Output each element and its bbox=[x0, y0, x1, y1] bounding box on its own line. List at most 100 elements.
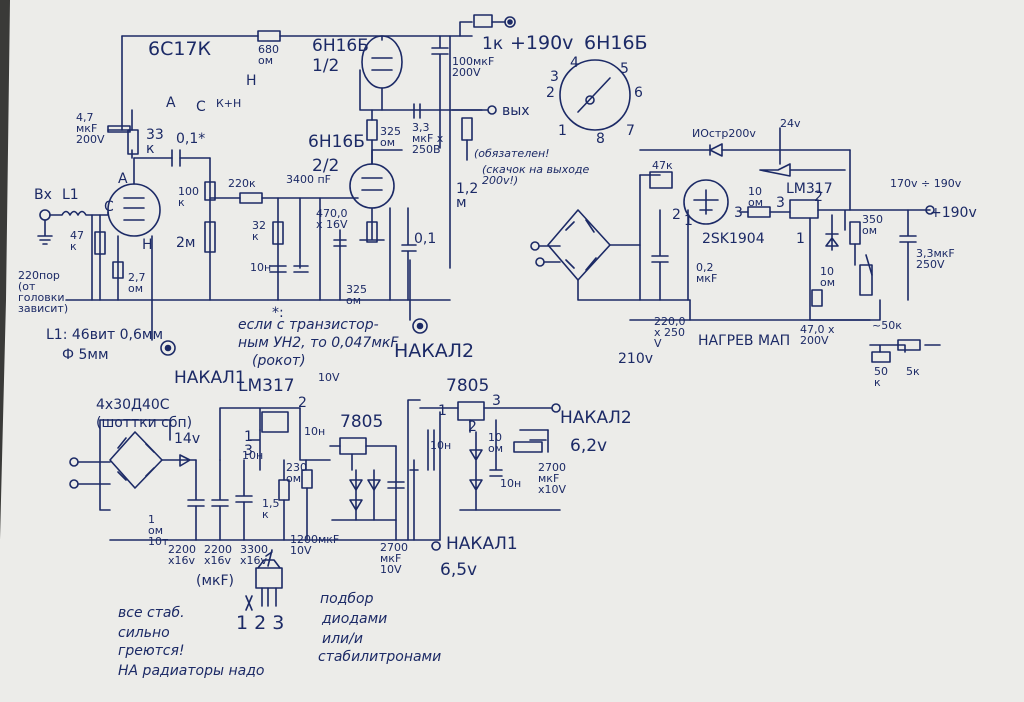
lv-r10b-label: 10 ом bbox=[488, 431, 504, 455]
lv-14v-label: 14v bbox=[174, 431, 201, 447]
r33-label: 33 к bbox=[146, 127, 164, 157]
hv-pin-3b: 3 bbox=[776, 195, 785, 211]
r12-label: 1,2 м bbox=[456, 181, 479, 211]
pinout-pin-8: 8 bbox=[596, 131, 605, 147]
lv-diodes2-label: (шоттки сбп) bbox=[96, 415, 193, 431]
hv-c47-label: 47,0 х 200V bbox=[800, 323, 835, 347]
lv-mkf-label: (мкF) bbox=[196, 573, 234, 589]
lv-pin-1: 1 bbox=[244, 429, 253, 445]
pinout-pin-2: 2 bbox=[546, 85, 555, 101]
lv-10v-label: 10V bbox=[318, 371, 340, 384]
l1-label: L1 bbox=[62, 187, 79, 203]
lv-c10n2-label: 10н bbox=[304, 425, 326, 438]
pin-c-marker: С bbox=[104, 199, 114, 215]
r100-label: 100 к bbox=[178, 185, 199, 209]
hv-r350-label: 350 ом bbox=[862, 213, 883, 237]
psu-lv-wiring bbox=[69, 399, 561, 611]
note-line-1: если с транзистор- bbox=[238, 317, 379, 333]
hv-pin-3: 3 bbox=[734, 205, 743, 221]
lv-note-2: сильно bbox=[118, 625, 170, 641]
input-label: Вх bbox=[34, 187, 52, 203]
pin-a-label: А bbox=[166, 95, 176, 111]
lv-c10n-label: 10н bbox=[242, 449, 264, 462]
lv-lm317-label: LM317 bbox=[238, 376, 295, 396]
output-label: вых bbox=[502, 103, 530, 119]
selection-note-4: стабилитронами bbox=[318, 649, 442, 665]
pin-a-marker: А bbox=[118, 171, 128, 187]
psu-hv-wiring bbox=[530, 127, 941, 363]
hv-pin-1: 1 bbox=[684, 213, 693, 229]
r680-label: 680 ом bbox=[258, 43, 279, 67]
hv-diode-label: ИОстр200v bbox=[692, 127, 756, 140]
tube-6n16b-half-label: 1/2 bbox=[312, 56, 340, 76]
r2m-label: 2м bbox=[176, 235, 196, 251]
lv-65v-label: 6,5v bbox=[440, 560, 478, 580]
pinout-diagram bbox=[559, 59, 631, 131]
supply-voltage-label: +190v bbox=[510, 32, 574, 54]
c33-label: 3,3 мкF х 250В bbox=[412, 121, 444, 156]
hv-pin-1b: 1 bbox=[796, 231, 805, 247]
hv-pot-a-label: 50 к bbox=[874, 365, 888, 389]
hv-r10-label: 10 ом bbox=[748, 185, 764, 209]
pinout-title: 6Н16Б bbox=[584, 32, 648, 54]
lv-diodes-label: 4х30Д40С bbox=[96, 397, 170, 413]
r220k-label: 220к bbox=[228, 177, 256, 190]
r325a-label: 325 ом bbox=[380, 125, 401, 149]
lv-7805-label: 7805 bbox=[340, 412, 384, 432]
hv-heat-label: НАГРЕВ МАП bbox=[698, 333, 791, 349]
mosfet-2sk1904 bbox=[683, 179, 729, 225]
pinout-pin-4: 4 bbox=[570, 55, 579, 71]
l1-spec-label: L1: 46вит 0,6мм bbox=[46, 327, 164, 343]
selection-note-2: диодами bbox=[322, 611, 388, 627]
lv-62v-label: 6,2v bbox=[570, 436, 608, 456]
lv-pin-4: 1 bbox=[438, 403, 447, 419]
hv-pot-label: ~50к bbox=[872, 319, 902, 332]
r220p-label: 220пор (от головки зависит) bbox=[18, 269, 69, 315]
lv-pin-6: 3 bbox=[492, 393, 501, 409]
selection-note-3: или/и bbox=[322, 631, 363, 647]
selection-note-1: подбор bbox=[320, 591, 374, 607]
hv-pot-b-label: 5к bbox=[906, 365, 920, 378]
hv-pin-2: 2 bbox=[672, 207, 681, 223]
pin-h-marker: Н bbox=[142, 237, 153, 253]
r47-label: 47 к bbox=[70, 229, 84, 253]
lv-c2700a-label: 2700 мкF 10V bbox=[380, 541, 408, 576]
pinout-pin-6: 6 bbox=[634, 85, 643, 101]
hv-r47k-label: 47к bbox=[652, 159, 673, 172]
lv-heater1-label: НАКАЛ1 bbox=[446, 534, 518, 554]
c01-label: 0,1* bbox=[176, 131, 206, 147]
lv-note-1: все стаб. bbox=[118, 605, 185, 621]
heater1-label: НАКАЛ1 bbox=[174, 368, 246, 388]
note-line-2: ным УН2, то 0,047мкF bbox=[238, 335, 399, 351]
r32-label: 32 к bbox=[252, 219, 266, 243]
hv-190v-label: +190v bbox=[930, 205, 977, 221]
c10n-label: 10н bbox=[250, 261, 272, 274]
r325b-label: 325 ом bbox=[346, 283, 367, 307]
lv-c2200a-label: 2200 х16v bbox=[168, 543, 196, 567]
r1k-label: 1к bbox=[482, 34, 504, 54]
l1-dia-label: Ф 5мм bbox=[62, 347, 109, 363]
lv-c10n4-label: 10н bbox=[500, 477, 522, 490]
lv-note-4: НА радиаторы надо bbox=[118, 663, 265, 679]
lv-pin-3: 3 bbox=[244, 443, 253, 459]
lv-r15-label: 1,5 к bbox=[262, 497, 280, 521]
lv-c1200-label: 1200мкF 10V bbox=[290, 533, 340, 557]
optional-note-2: (скачок на выходе 200v!) bbox=[482, 163, 590, 187]
lv-7805b-label: 7805 bbox=[446, 376, 490, 396]
lv-pin-2: 2 bbox=[298, 395, 307, 411]
hv-pin-2b: 2 bbox=[814, 189, 823, 205]
tube3-half-label: 2/2 bbox=[312, 156, 340, 176]
optional-note: (обязателен! bbox=[474, 147, 550, 160]
c3400-label: 3400 пF bbox=[286, 173, 332, 186]
r27-label: 2,7 ом bbox=[128, 271, 146, 295]
hv-24v-label: 24v bbox=[780, 117, 801, 130]
pinout-pin-5: 5 bbox=[620, 61, 629, 77]
tube-6n16b-label: 6Н16Б bbox=[312, 36, 369, 56]
hv-lm317-label: LM317 bbox=[786, 181, 833, 197]
hv-c02-label: 0,2 мкF bbox=[696, 261, 718, 285]
hv-170v-label: 170v ÷ 190v bbox=[890, 177, 962, 190]
c-supply-label: 100мкF 200V bbox=[452, 55, 495, 79]
to220-pin-numbers: 1 2 3 bbox=[236, 612, 285, 634]
